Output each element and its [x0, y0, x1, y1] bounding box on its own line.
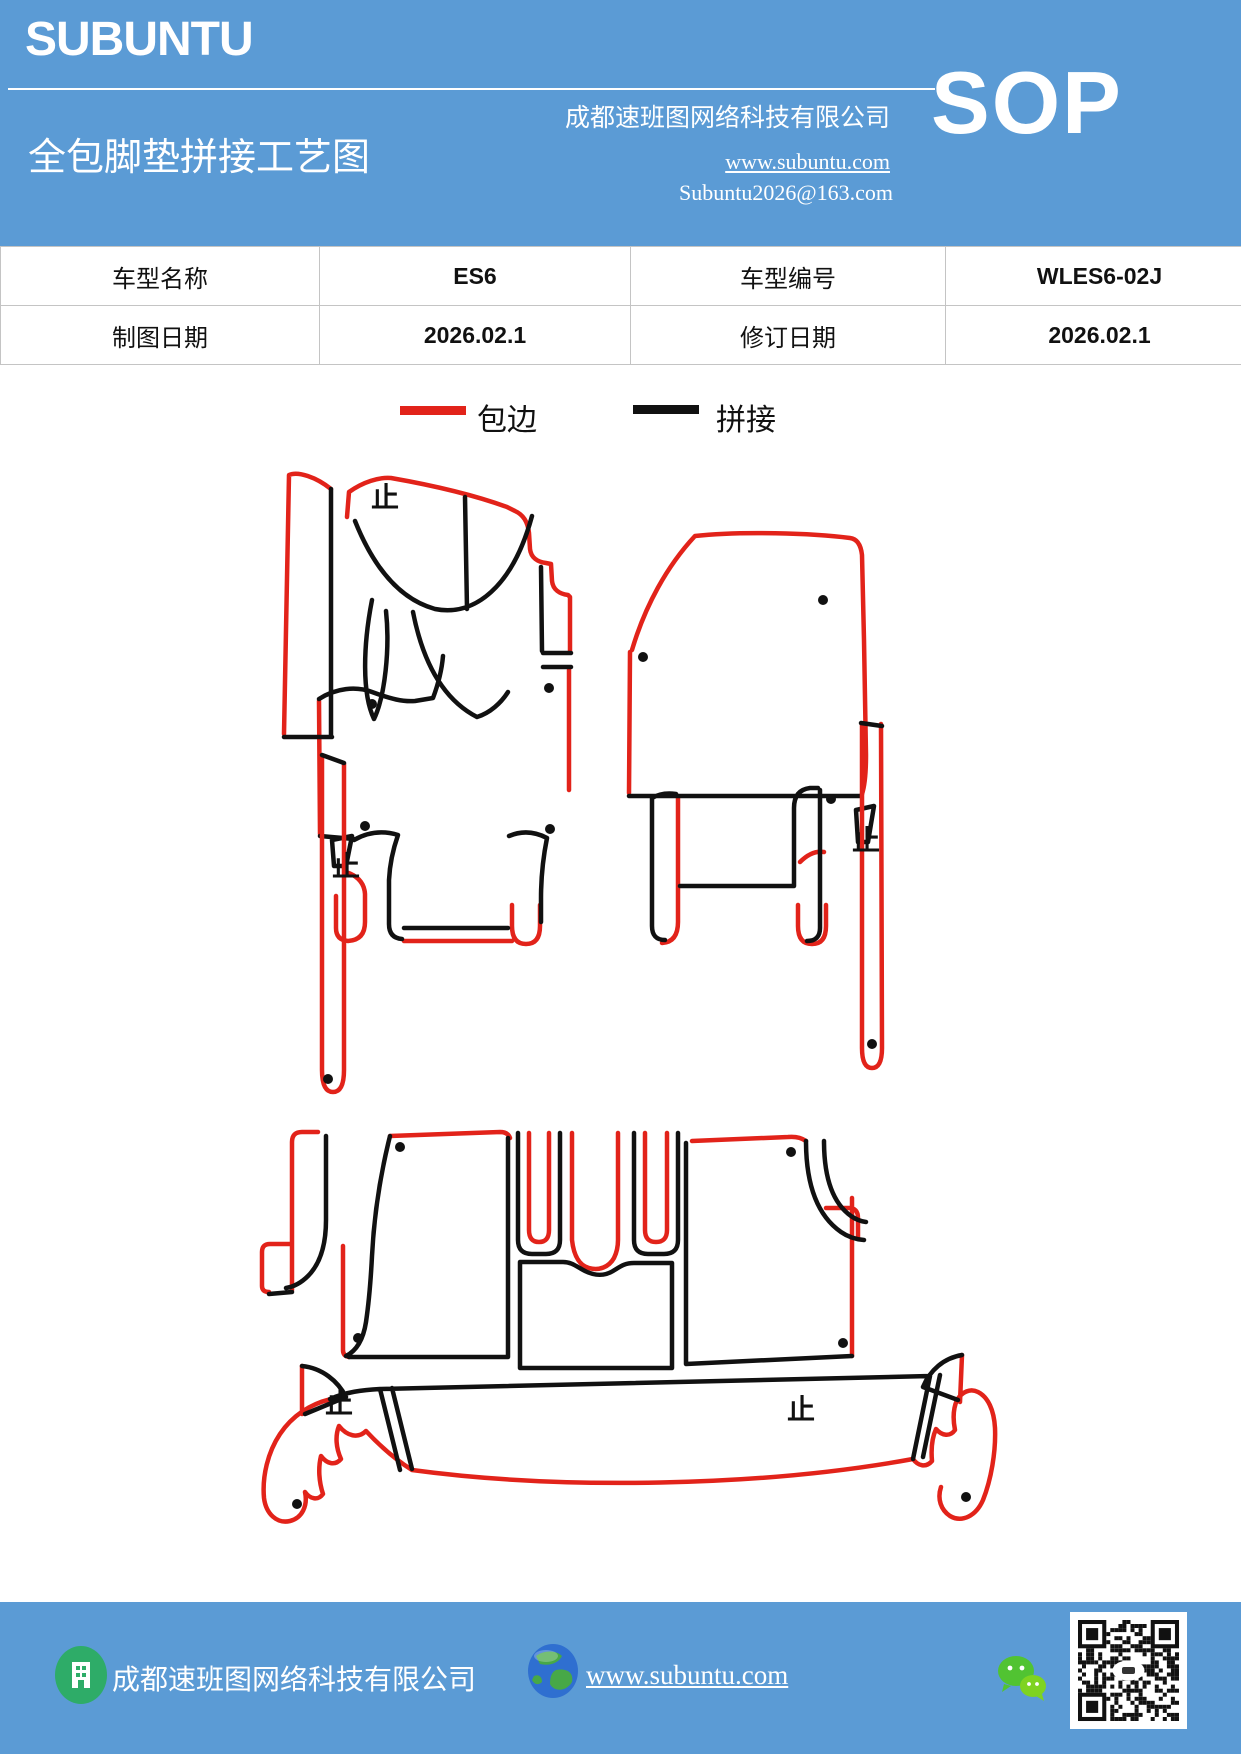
company-name: 成都速班图网络科技有限公司 — [564, 105, 890, 132]
rear-left-red-edges — [259, 1129, 513, 1360]
model-name-label: 车型名称 — [0, 246, 320, 306]
front-left-red-edges — [281, 471, 573, 947]
rear-right-seams — [683, 1138, 869, 1367]
sop-badge: SOP — [931, 53, 1123, 152]
company-badge-icon — [55, 1646, 107, 1704]
globe-icon — [528, 1644, 578, 1698]
wechat-icon — [998, 1656, 1046, 1701]
model-code-label: 车型编号 — [630, 246, 946, 306]
brand-logo: SUBUNTU — [25, 13, 254, 66]
table-row: 车型名称 ES6 车型编号 WLES6-02J — [0, 246, 1241, 306]
top-banner: SUBUNTU 全包脚垫拼接工艺图 成都速班图网络科技有限公司 SOP www.… — [0, 0, 1241, 246]
stop-mark-text: 止 — [787, 1394, 815, 1426]
left-strip-seam — [319, 752, 347, 766]
band-red-edges — [261, 1352, 998, 1524]
vehicle-info-table: 车型名称 ES6 车型编号 WLES6-02J 制图日期 2026.02.1 修… — [0, 246, 1241, 365]
band-seams — [299, 1352, 965, 1473]
mat-splicing-diagram: 包边 拼接 — [259, 404, 998, 1524]
banner-divider — [8, 88, 935, 90]
stop-mark-text: 止 — [332, 851, 360, 883]
footer-band: 成都速班图网络科技有限公司 www.subuntu.com — [0, 1602, 1241, 1754]
rear-right-mat — [683, 1134, 869, 1367]
front-left-mat — [281, 471, 574, 947]
website-link[interactable]: www.subuntu.com — [725, 149, 890, 174]
rear-sill-band — [261, 1352, 998, 1524]
table-row: 制图日期 2026.02.1 修订日期 2026.02.1 — [0, 305, 1241, 365]
legend-red-swatch — [400, 406, 466, 415]
fastener-dots — [292, 595, 971, 1509]
rear-middle-mat — [515, 1130, 681, 1371]
legend-splice-label: 拼接 — [716, 404, 776, 437]
model-code-value: WLES6-02J — [945, 246, 1241, 306]
qr-pattern — [1078, 1620, 1180, 1722]
rear-middle-seams — [515, 1130, 681, 1371]
legend: 包边 拼接 — [400, 404, 776, 437]
rear-left-seams — [266, 1133, 511, 1360]
front-right-seams — [626, 785, 877, 944]
building-icon — [72, 1662, 90, 1688]
legend-black-swatch — [633, 405, 699, 414]
stop-marks: 止 止 止 止 止 — [325, 482, 880, 1426]
revise-date-value: 2026.02.1 — [945, 305, 1241, 365]
right-strip-seam — [858, 720, 885, 729]
page-title: 全包脚垫拼接工艺图 — [28, 137, 371, 179]
model-name-value: ES6 — [319, 246, 631, 306]
right-strip-red-outline — [859, 721, 885, 1071]
draw-date-label: 制图日期 — [0, 305, 320, 365]
footer-website-link[interactable]: www.subuntu.com — [586, 1660, 789, 1690]
footer-company-name: 成都速班图网络科技有限公司 — [112, 1665, 477, 1696]
front-left-side-strip — [319, 752, 347, 1095]
email-address: Subuntu2026@163.com — [679, 180, 893, 205]
front-right-red-edges — [626, 530, 869, 947]
left-strip-red-outline — [319, 753, 347, 1095]
front-right-mat — [626, 530, 877, 947]
qr-code — [1070, 1612, 1187, 1729]
legend-edge-label: 包边 — [477, 404, 537, 437]
front-left-seams — [281, 486, 574, 942]
stop-mark-text: 止 — [852, 825, 880, 857]
rear-right-red-edges — [689, 1134, 861, 1359]
revise-date-label: 修订日期 — [630, 305, 946, 365]
stop-mark-text: 止 — [371, 482, 399, 514]
front-right-side-strip — [858, 720, 885, 1071]
stop-mark-text: 止 — [325, 1388, 353, 1420]
draw-date-value: 2026.02.1 — [319, 305, 631, 365]
rear-left-mat — [259, 1129, 513, 1360]
rear-middle-red-edges — [526, 1130, 670, 1272]
